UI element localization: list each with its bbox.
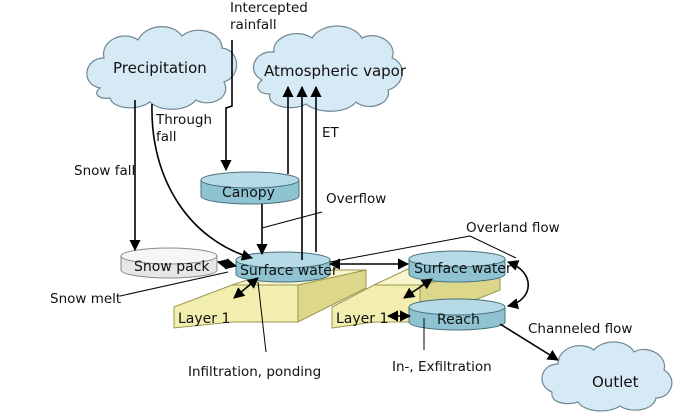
- snow-pack-label: Snow pack: [134, 259, 210, 275]
- et-label: ET: [322, 125, 340, 141]
- overland-flow-arrow: [506, 260, 530, 310]
- snow-melt-arrow: [216, 258, 238, 270]
- surface-water-left-cylinder: Surface water: [235, 251, 338, 283]
- infiltration-ponding-label: Infiltration, ponding: [188, 364, 321, 380]
- atmospheric-vapor-label: Atmospheric vapor: [264, 62, 407, 80]
- intercepted-rainfall-arrow: [220, 40, 233, 172]
- layer1-left-label: Layer 1: [178, 311, 230, 327]
- in-exfiltration-label: In-, Exfiltration: [392, 359, 492, 375]
- canopy-cylinder: Canopy: [200, 171, 300, 205]
- channeled-flow-arrow: [499, 323, 559, 361]
- outlet-cloud: Outlet: [541, 341, 673, 412]
- precipitation-label: Precipitation: [113, 59, 207, 77]
- canopy-label: Canopy: [222, 185, 275, 201]
- channeled-flow-label: Channeled flow: [528, 321, 632, 337]
- overflow-label: Overflow: [326, 191, 386, 207]
- through-fall-label-line2: fall: [156, 129, 177, 145]
- precipitation-cloud: Precipitation: [86, 26, 238, 110]
- surface-water-left-label: Surface water: [240, 263, 338, 279]
- through-fall-arrow: [151, 103, 254, 261]
- through-fall-label-line1: Through: [155, 112, 212, 128]
- layer1-right-label: Layer 1: [336, 311, 388, 327]
- layer1-left: Layer 1: [173, 269, 367, 329]
- overland-flow-label: Overland flow: [466, 220, 560, 236]
- infiltration-left-arrow: [233, 277, 259, 299]
- surface-water-right-cylinder: Surface water: [408, 250, 512, 283]
- flow-arrows: [129, 40, 559, 361]
- infiltration-right-arrow: [403, 278, 433, 299]
- label-leader-lines: [119, 211, 517, 353]
- atmospheric-vapor-cloud: Atmospheric vapor: [252, 25, 407, 112]
- outlet-label: Outlet: [592, 373, 639, 391]
- snow-melt-label: Snow melt: [50, 291, 121, 307]
- intercepted-rainfall-label-line2: rainfall: [230, 17, 277, 33]
- reach-cylinder: Reach: [408, 298, 506, 331]
- snow-fall-label: Snow fall: [74, 163, 135, 179]
- snow-pack-cylinder: Snow pack: [120, 247, 218, 279]
- intercepted-rainfall-label-line1: Intercepted: [230, 0, 308, 16]
- reach-label: Reach: [437, 312, 480, 328]
- surface-water-right-label: Surface water: [414, 261, 512, 277]
